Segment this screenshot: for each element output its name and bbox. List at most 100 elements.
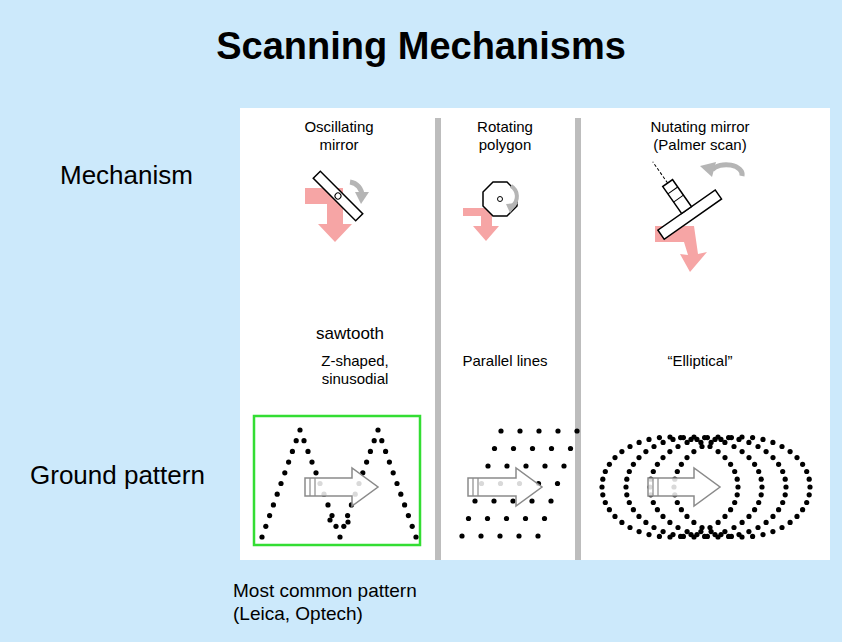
laser-point [655,462,660,467]
laser-point [313,470,318,475]
laser-point [636,514,641,519]
laser-point [709,440,714,445]
laser-point [548,498,553,503]
laser-point [684,514,689,519]
laser-point [718,532,723,537]
laser-point [800,462,805,467]
laser-point [600,492,605,497]
laser-point [732,469,737,474]
laser-point [779,444,784,449]
laser-point [716,449,721,454]
laser-point [685,440,690,445]
laser-point [780,469,785,474]
laser-point [627,444,632,449]
laser-point [275,492,280,497]
laser-point [535,533,540,538]
laser-point [657,435,662,440]
laser-point [631,462,636,467]
laser-point [297,427,302,432]
laser-point [485,463,490,468]
laser-point [612,455,617,460]
laser-point [607,462,612,467]
laser-point [568,446,573,451]
laser-point [735,484,740,489]
laser-point [623,484,628,489]
laser-point [504,463,509,468]
laser-point [783,484,788,489]
laser-point [555,428,560,433]
rotation-arrow [712,165,742,176]
ground-pattern-dots [259,427,812,539]
laser-point [549,446,554,451]
flight-arrow [477,478,478,496]
laser-point [497,533,502,538]
laser-point [267,513,272,518]
laser-point [394,481,399,486]
laser-point [555,481,560,486]
laser-point [398,492,403,497]
laser-point [804,500,809,505]
laser-point [756,469,761,474]
laser-point [372,438,377,443]
laser-point [337,534,342,539]
laser-point [492,446,497,451]
laser-point [780,500,785,505]
laser-point [705,435,710,440]
column-header: Oscillating mirror [284,118,394,154]
laser-point [788,520,793,525]
laser-point [752,462,757,467]
slide-title: Scanning Mechanisms [0,24,842,70]
laser-point [637,440,642,445]
laser-point [755,525,760,530]
laser-point [750,435,755,440]
laser-point [755,444,760,449]
laser-point [341,524,346,529]
laser-point [660,455,665,460]
laser-point [278,481,283,486]
laser-point [263,524,268,529]
laser-point [794,455,799,460]
laser-point [516,533,521,538]
laser-point [345,519,350,524]
laser-point [485,516,490,521]
laser-point [770,514,775,519]
nutating-mirror [624,142,721,239]
laser-point [530,446,535,451]
laser-point [760,532,765,537]
laser-point [759,492,764,497]
laser-point [627,469,632,474]
caption-note: Most common pattern (Leica, Optech) [233,580,473,626]
laser-point [651,500,656,505]
laser-point [478,533,483,538]
laser-point [624,477,629,482]
laser-point [679,507,684,512]
laser-point [379,438,384,443]
laser-point [681,534,686,539]
flight-arrow [468,468,542,506]
laser-point [732,500,737,505]
laser-point [491,498,496,503]
laser-point [750,534,755,539]
laser-point [643,449,648,454]
rotation-arrow [700,162,716,177]
laser-point [259,534,264,539]
laser-point [764,520,769,525]
laser-point [406,513,411,518]
laser-point [740,520,745,525]
laser-point [788,449,793,454]
laser-point [661,529,666,534]
white-panel [240,108,830,560]
laser-point [646,437,651,442]
laser-point [599,484,604,489]
laser-point [637,529,642,534]
laser-point [327,517,332,522]
laser-point [722,514,727,519]
laser-point [746,455,751,460]
laser-point [752,507,757,512]
laser-point [718,437,723,442]
laser-point [657,534,662,539]
laser-point [694,437,699,442]
laser-point [807,477,812,482]
laser-point [770,440,775,445]
laser-point [709,529,714,534]
